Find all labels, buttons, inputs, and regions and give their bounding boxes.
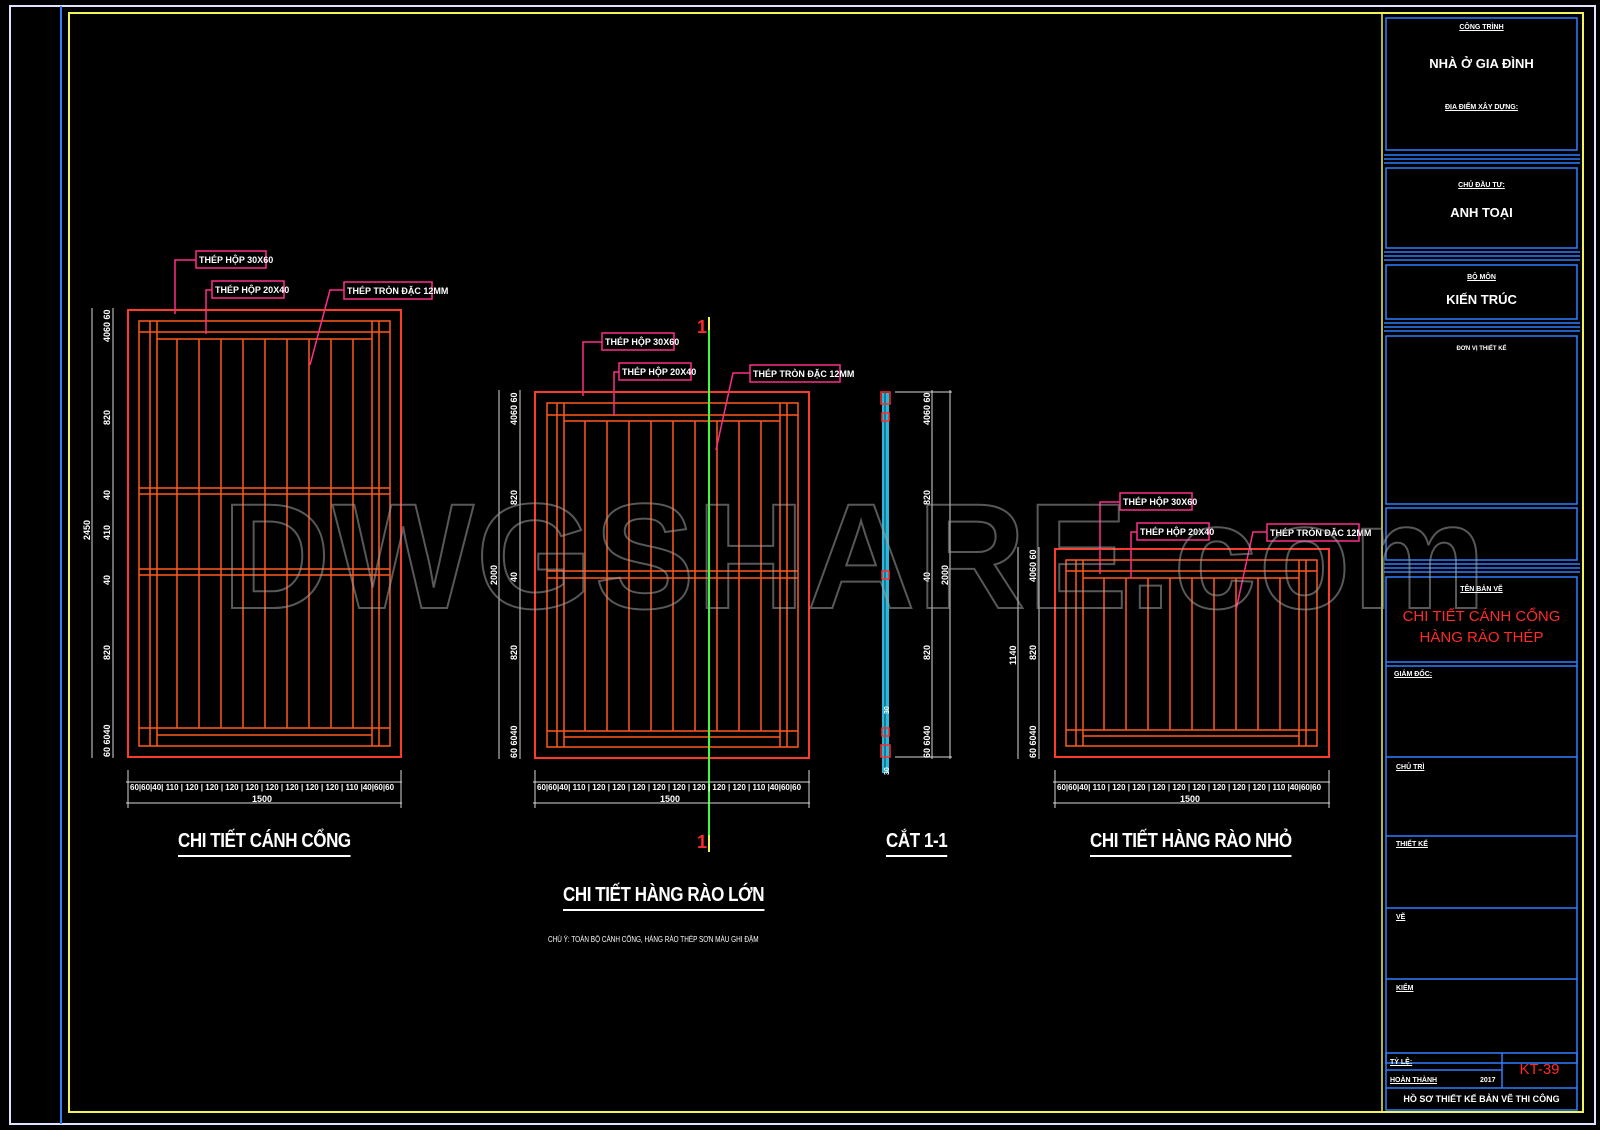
svg-text:820: 820 xyxy=(509,645,519,660)
dim-height-total: 1140 xyxy=(1008,645,1018,665)
svg-text:40: 40 xyxy=(102,575,112,585)
svg-text:60|60|40| 110 | 120 | 120 | 12: 60|60|40| 110 | 120 | 120 | 120 | 120 | … xyxy=(537,783,802,792)
tb-ten-ban-ve-line2: HÀNG RÀO THÉP xyxy=(1419,629,1544,646)
svg-text:820: 820 xyxy=(102,410,112,425)
dim-width-total: 1500 xyxy=(660,794,680,804)
tb-giam-doc-label: GIÁM ĐỐC: xyxy=(1394,671,1433,678)
title-chi-tiet-hang-rao-nho: CHI TIẾT HÀNG RÀO NHỎ xyxy=(1090,830,1292,857)
svg-text:4060 60: 4060 60 xyxy=(922,392,932,425)
tb-cong-trinh-value: NHÀ Ở GIA ĐÌNH xyxy=(1429,56,1534,71)
tb-cong-trinh-label: CÔNG TRÌNH xyxy=(1459,24,1504,31)
tb-thiet-ke-label: THIẾT KẾ xyxy=(1396,841,1428,848)
svg-text:60 6040: 60 6040 xyxy=(102,724,112,757)
tb-footer: HỒ SƠ THIẾT KẾ BẢN VẼ THI CÔNG xyxy=(1403,1094,1560,1104)
title-block-frame xyxy=(1384,17,1580,1111)
tb-ten-ban-ve-line1: CHI TIẾT CÁNH CỔNG xyxy=(1402,608,1561,625)
paint-note: CHÚ Ý: TOÀN BỘ CÁNH CỔNG, HÀNG RÀO THÉP … xyxy=(548,935,759,944)
svg-text:820: 820 xyxy=(922,645,932,660)
tb-kiem-label: KIỂM xyxy=(1396,985,1414,992)
svg-text:40: 40 xyxy=(509,572,519,582)
tb-hoan-thanh-label: HOÀN THÀNH xyxy=(1390,1077,1438,1084)
view-canh-cong: THÉP HỘP 30X60 THÉP HỘP 20X40 THÉP TRÒN … xyxy=(82,250,448,808)
section-marker-bottom: 1 xyxy=(697,832,707,852)
tb-chu-tri-label: CHỦ TRÌ xyxy=(1396,764,1425,771)
tb-dia-diem-label: ĐỊA ĐIỂM XÂY DỰNG: xyxy=(1444,104,1519,111)
tb-chu-dau-tu-label: CHỦ ĐẦU TƯ: xyxy=(1458,182,1505,189)
dim-height-total: 2450 xyxy=(82,520,92,540)
callout-thep-hop-20x40: THÉP HỘP 20X40 xyxy=(215,284,289,295)
svg-text:820: 820 xyxy=(102,645,112,660)
svg-text:60|60|40| 110 | 120 | 120 | 12: 60|60|40| 110 | 120 | 120 | 120 | 120 | … xyxy=(1057,783,1322,792)
svg-text:40: 40 xyxy=(922,572,932,582)
dim-width-total: 1500 xyxy=(1180,794,1200,804)
callout-thep-tron-dac: THÉP TRÒN ĐẶC 12MM xyxy=(347,285,448,296)
svg-text:820: 820 xyxy=(1028,645,1038,660)
svg-text:30: 30 xyxy=(884,767,891,775)
callout-thep-hop-30x60: THÉP HỘP 30X60 xyxy=(199,254,273,265)
svg-text:4060 60: 4060 60 xyxy=(1028,549,1038,582)
svg-text:30: 30 xyxy=(884,706,891,714)
tb-ty-le-label: TỶ LỆ: xyxy=(1390,1059,1413,1066)
title-cat-1-1: CẮT 1-1 xyxy=(886,830,948,857)
view-cat-1-1: 820 40 2000 820 4060 60 60 6040 30 30 xyxy=(880,390,952,775)
svg-text:60 6040: 60 6040 xyxy=(509,725,519,758)
section-marker-top: 1 xyxy=(697,317,707,337)
svg-text:820: 820 xyxy=(922,490,932,505)
dim-width-total: 1500 xyxy=(252,794,272,804)
tb-bo-mon-label: BỘ MÔN xyxy=(1467,274,1496,281)
tb-sheet-number: KT-39 xyxy=(1519,1061,1560,1078)
svg-text:60 6040: 60 6040 xyxy=(922,725,932,758)
tb-bo-mon-value: KIẾN TRÚC xyxy=(1446,292,1517,307)
tb-don-vi-label: ĐƠN VỊ THIẾT KẾ xyxy=(1456,346,1507,352)
drawing-frame xyxy=(9,5,1596,1125)
tb-chu-dau-tu-value: ANH TOẠI xyxy=(1450,205,1513,220)
title-chi-tiet-canh-cong: CHI TIẾT CÁNH CỔNG xyxy=(178,830,351,857)
svg-text:4060 60: 4060 60 xyxy=(509,392,519,425)
svg-text:4060 60: 4060 60 xyxy=(102,309,112,342)
view-hang-rao-lon: 1 1 THÉP HỘP 30X60 THÉP HỘP 20X40 THÉP T… xyxy=(489,317,854,852)
svg-text:60|60|40| 110 | 120 | 120 | 12: 60|60|40| 110 | 120 | 120 | 120 | 120 | … xyxy=(130,783,395,792)
callout-thep-hop-30x60: THÉP HỘP 30X60 xyxy=(1123,496,1197,507)
view-hang-rao-nho: THÉP HỘP 30X60 THÉP HỘP 20X40 THÉP TRÒN … xyxy=(1008,492,1371,808)
svg-text:410: 410 xyxy=(102,525,112,540)
callout-thep-tron-dac: THÉP TRÒN ĐẶC 12MM xyxy=(1270,527,1371,538)
callout-thep-hop-20x40: THÉP HỘP 20X40 xyxy=(622,366,696,377)
svg-text:40: 40 xyxy=(102,490,112,500)
svg-text:60 6040: 60 6040 xyxy=(1028,725,1038,758)
dim-height-total: 2000 xyxy=(489,565,499,585)
callout-thep-hop-30x60: THÉP HỘP 30X60 xyxy=(605,336,679,347)
tb-ten-ban-ve-label: TÊN BẢN VẼ xyxy=(1460,586,1503,593)
callout-thep-tron-dac: THÉP TRÒN ĐẶC 12MM xyxy=(753,368,854,379)
svg-text:820: 820 xyxy=(509,490,519,505)
callout-thep-hop-20x40: THÉP HỘP 20X40 xyxy=(1140,526,1214,537)
title-chi-tiet-hang-rao-lon: CHI TIẾT HÀNG RÀO LỚN xyxy=(563,884,765,911)
dim-height-total: 2000 xyxy=(940,565,950,585)
tb-hoan-thanh-value: 2017 xyxy=(1480,1077,1496,1084)
tb-ve-label: VẼ xyxy=(1396,914,1406,921)
